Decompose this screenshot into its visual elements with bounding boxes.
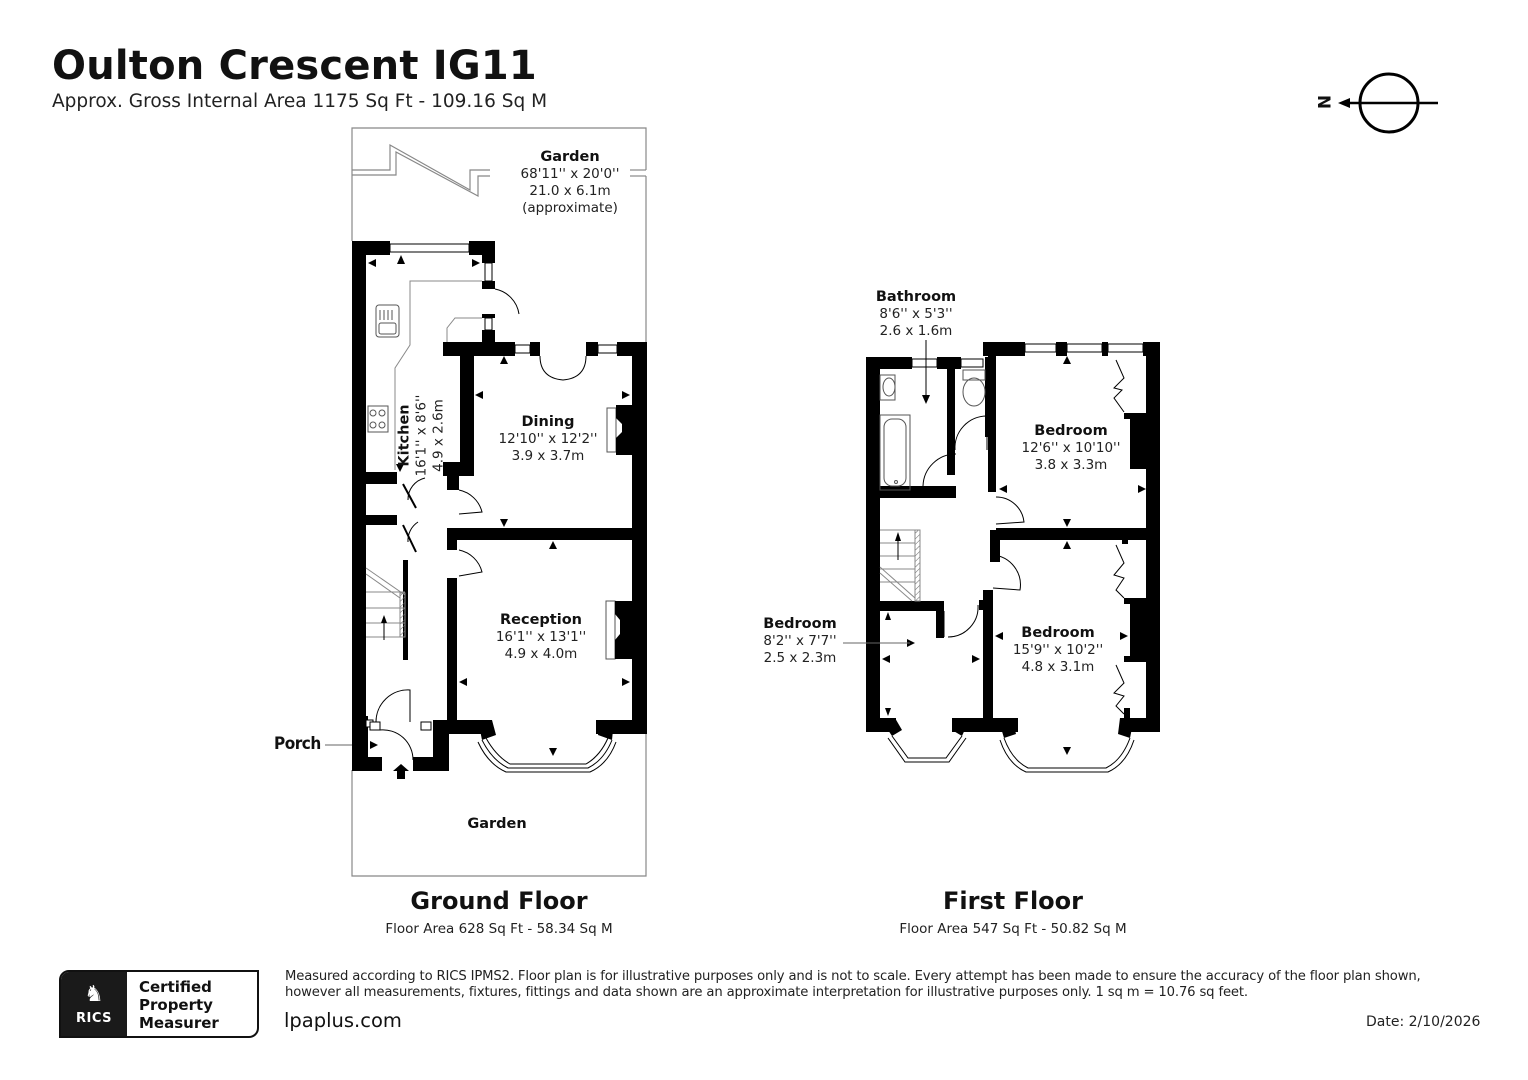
room-name: Bedroom [1021,625,1095,641]
north-arrow-icon [1338,72,1438,134]
lion-icon: ♞ [84,981,104,1007]
room-dimensions-metric: 3.9 x 3.7m [511,448,585,464]
room-dimensions-metric: 4.9 x 2.6m [430,399,447,472]
rics-logo: ♞ RICS [61,972,127,1036]
room-label-kitchen: Kitchen 16'1'' x 8'6'' 4.9 x 2.6m [397,366,448,506]
room-name: Garden [467,816,527,832]
room-name: Kitchen [396,404,413,467]
rics-certified-badge: ♞ RICS Certified Property Measurer [59,970,259,1038]
first-floor-title: First Floor [942,887,1083,915]
room-label-bathroom: Bathroom 8'6'' x 5'3'' 2.6 x 1.6m [826,289,1006,340]
room-dimensions-imperial: 8'2'' x 7'7'' [763,633,837,649]
ground-floor-area: Floor Area 628 Sq Ft - 58.34 Sq M [385,921,613,937]
badge-text: Certified Property Measurer [127,972,219,1036]
rics-wordmark: RICS [76,1010,112,1026]
room-name: Dining [521,414,575,430]
room-dimensions-imperial: 15'9'' x 10'2'' [1012,642,1104,658]
room-dimensions-metric: 3.8 x 3.3m [1034,457,1108,473]
disclaimer-line: however all measurements, fixtures, fitt… [285,984,1248,1000]
room-dimensions-metric: 4.8 x 3.1m [1021,659,1095,675]
disclaimer-text: Measured according to RICS IPMS2. Floor … [285,969,1485,1000]
first-floor-plan [843,340,1160,773]
room-name: Garden [540,149,600,165]
room-dimensions-imperial: 12'6'' x 10'10'' [1021,440,1121,456]
room-dimensions-imperial: 16'1'' x 8'6'' [413,394,430,477]
plan-date: Date: 2/10/2026 [1366,1014,1481,1030]
ground-floor-plan [325,127,647,877]
ground-floor-title: Ground Floor [410,887,588,915]
room-label-porch: Porch [274,734,321,754]
room-label-garden-rear: Garden 68'11'' x 20'0'' 21.0 x 6.1m (app… [480,149,660,217]
room-name: Bedroom [763,616,837,632]
room-dimensions-imperial: 68'11'' x 20'0'' [520,166,620,182]
room-label-dining: Dining 12'10'' x 12'2'' 3.9 x 3.7m [458,414,638,465]
room-dimensions-metric: 4.9 x 4.0m [504,646,578,662]
page-title: Oulton Crescent IG11 [52,43,537,89]
room-label-bedroom-rear: Bedroom 12'6'' x 10'10'' 3.8 x 3.3m [981,423,1161,474]
room-dimensions-metric: 2.5 x 2.3m [763,650,837,666]
room-label-garden-front: Garden [437,816,557,833]
gross-area-subtitle: Approx. Gross Internal Area 1175 Sq Ft -… [52,91,548,112]
disclaimer-line: Measured according to RICS IPMS2. Floor … [285,969,1421,984]
room-name: Reception [500,612,582,628]
room-note: (approximate) [522,200,618,216]
room-dimensions-metric: 2.6 x 1.6m [879,323,953,339]
badge-line: Property [139,996,213,1014]
room-label-bedroom-front: Bedroom 15'9'' x 10'2'' 4.8 x 3.1m [968,625,1148,676]
room-dimensions-metric: 21.0 x 6.1m [529,183,611,199]
compass-north-label: N [1313,94,1334,110]
room-dimensions-imperial: 8'6'' x 5'3'' [879,306,953,322]
room-label-reception: Reception 16'1'' x 13'1'' 4.9 x 4.0m [451,612,631,663]
website-link[interactable]: lpaplus.com [284,1009,402,1032]
room-name: Bathroom [875,289,957,305]
room-label-bedroom-small: Bedroom 8'2'' x 7'7'' 2.5 x 2.3m [740,616,860,667]
badge-line: Certified [139,978,212,996]
first-floor-area: Floor Area 547 Sq Ft - 50.82 Sq M [899,921,1127,937]
room-dimensions-imperial: 12'10'' x 12'2'' [498,431,598,447]
room-name: Bedroom [1034,423,1108,439]
room-dimensions-imperial: 16'1'' x 13'1'' [495,629,587,645]
badge-line: Measurer [139,1014,219,1032]
